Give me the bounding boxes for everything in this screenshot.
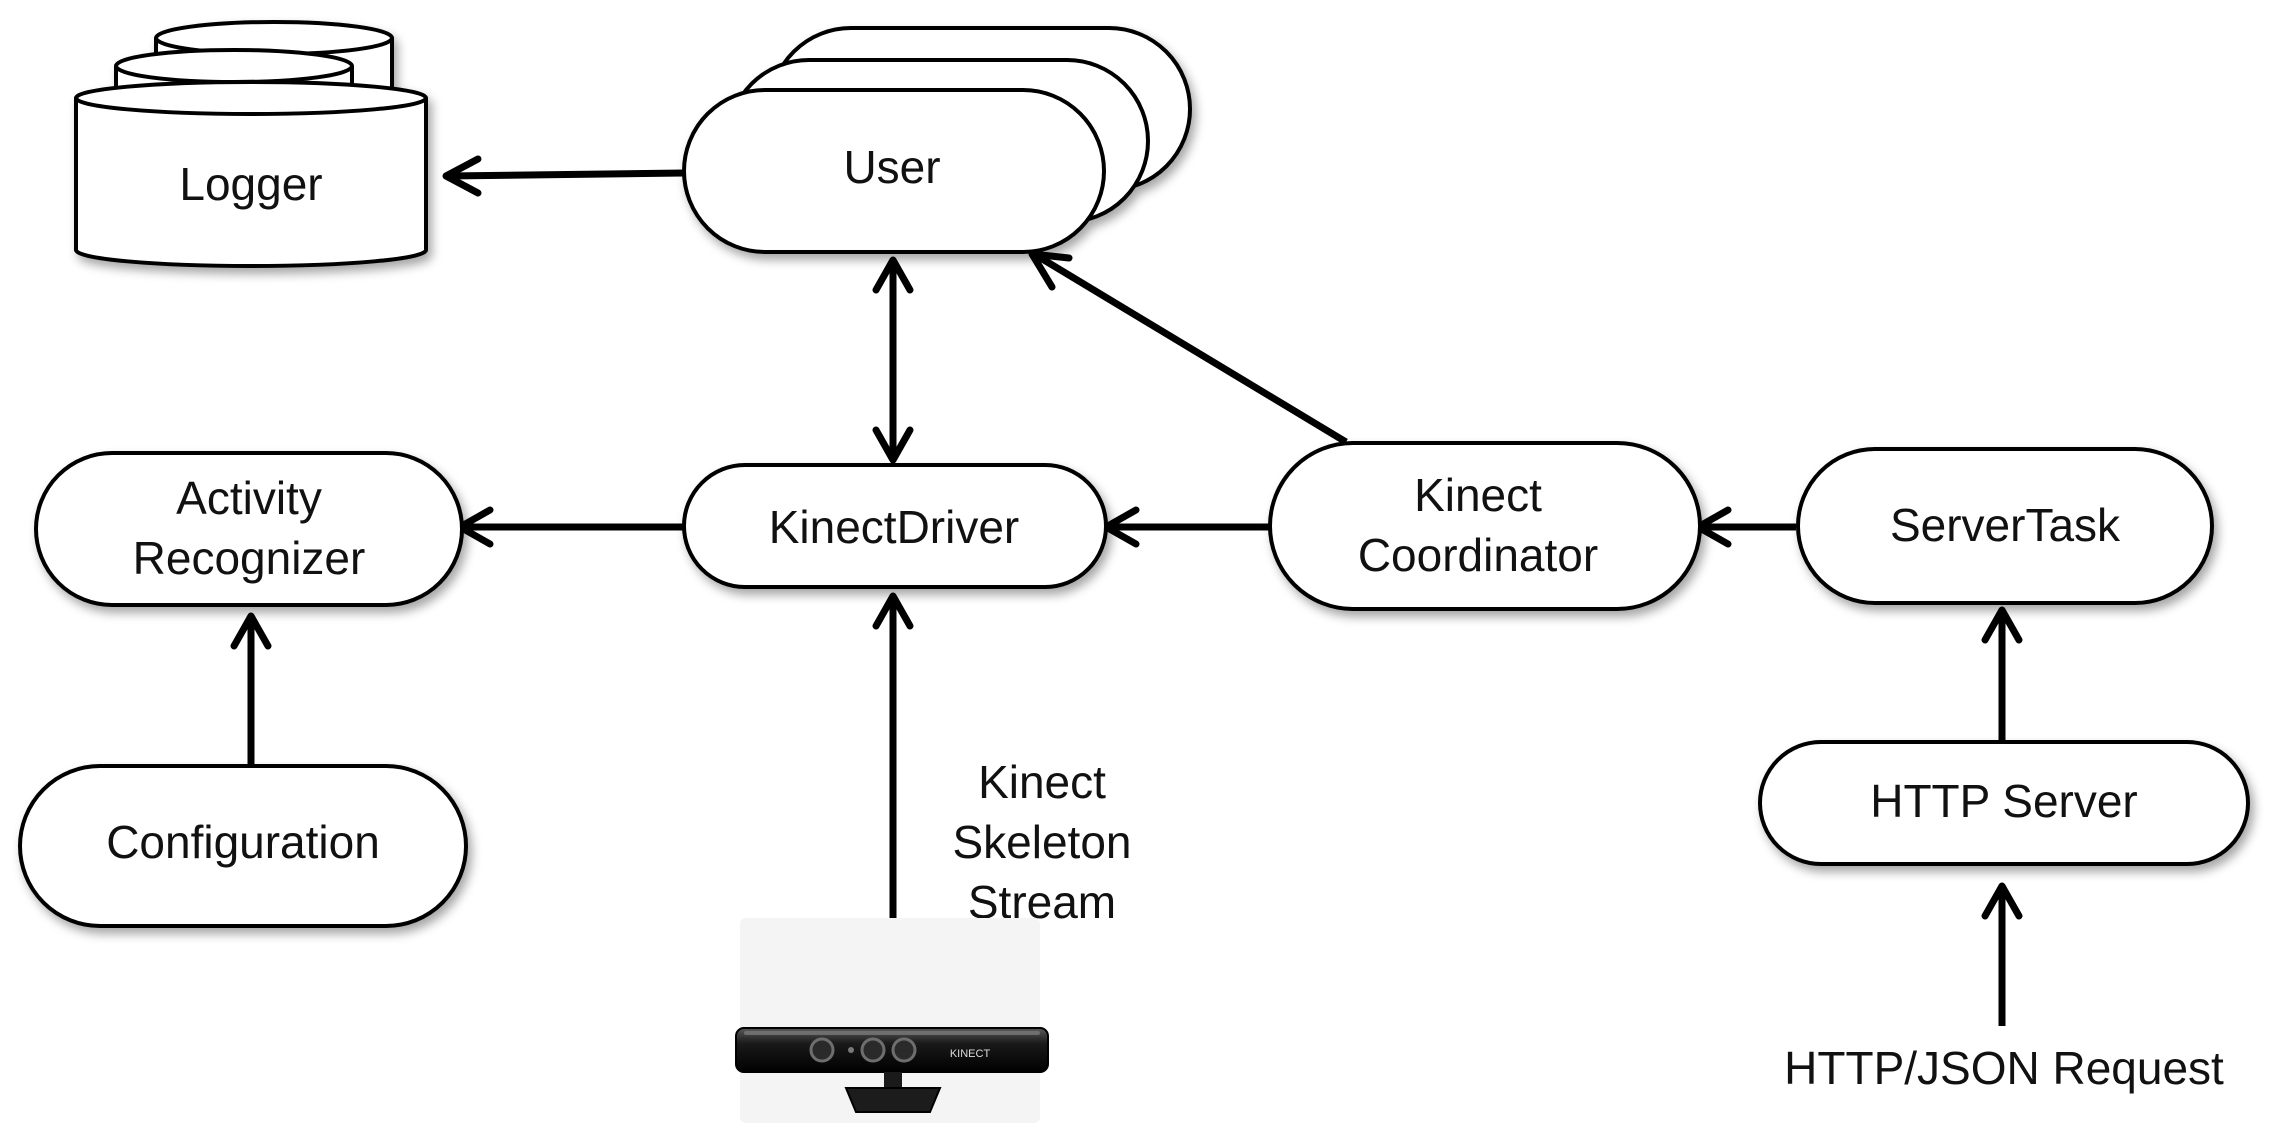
kinect-sensor-icon: KINECT <box>735 918 1049 1123</box>
kinectdriver-label: KinectDriver <box>769 501 1020 553</box>
edge-coordinator-to-kinectdriver <box>1102 506 1270 548</box>
edge-coordinator-to-user <box>1028 250 1348 445</box>
edge-user-to-logger <box>442 155 685 197</box>
logger-label: Logger <box>179 158 322 210</box>
user-node <box>682 26 1192 254</box>
http-server-node <box>1758 740 2250 866</box>
configuration-node <box>18 764 468 928</box>
edge-servertask-to-coordinator <box>1694 506 1796 548</box>
http-json-request-label: HTTP/JSON Request <box>1784 1042 2224 1094</box>
user-label: User <box>843 141 940 193</box>
activity-recognizer-node <box>34 451 464 607</box>
edge-kinectdriver-to-activity-recognizer <box>456 506 684 548</box>
logger-node <box>74 20 428 268</box>
edge-http-request-to-http-server <box>1981 882 2023 1026</box>
activity-recognizer-label-line2: Recognizer <box>133 532 366 584</box>
kinect-coordinator-label-line1: Kinect <box>1414 469 1542 521</box>
kinect-coordinator-label-line2: Coordinator <box>1358 529 1598 581</box>
configuration-label: Configuration <box>106 816 380 868</box>
activity-recognizer-label-line1: Activity <box>176 472 322 524</box>
skeleton-stream-label-line2: Skeleton <box>952 816 1131 868</box>
kinect-brand-text: KINECT <box>950 1048 991 1060</box>
skeleton-stream-label-line1: Kinect <box>978 756 1106 808</box>
servertask-node <box>1796 447 2214 605</box>
kinectdriver-node <box>682 463 1108 589</box>
kinect-coordinator-node <box>1268 441 1702 611</box>
edge-configuration-to-activity-recognizer <box>230 612 272 766</box>
servertask-label: ServerTask <box>1890 499 2121 551</box>
http-server-label: HTTP Server <box>1870 775 2138 827</box>
edge-kinectdriver-user-bidirectional <box>872 256 914 464</box>
edge-http-server-to-servertask <box>1981 606 2023 742</box>
